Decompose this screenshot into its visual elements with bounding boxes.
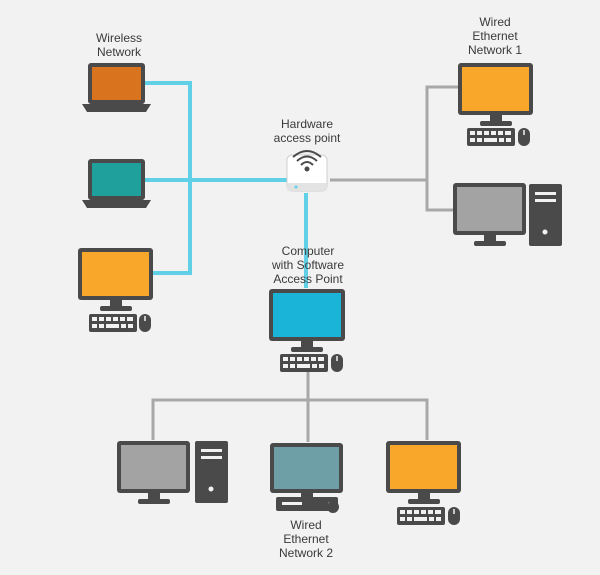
label-line: with Software (271, 258, 345, 272)
label-line: Network 1 (467, 43, 523, 57)
label-wired-ethernet-network-1: Wired Ethernet Network 1 (455, 15, 535, 57)
laptop-icon (82, 159, 151, 208)
wireless-links (145, 81, 308, 288)
monitor-icon (117, 441, 190, 504)
mouse-icon (139, 314, 151, 332)
label-wired-ethernet-network-2: Wired Ethernet Network 2 (266, 518, 346, 560)
desktop-tower-icon (529, 184, 562, 246)
link-ethernet1-bus (425, 85, 460, 212)
label-line: Access Point (273, 272, 343, 286)
label-wireless-network: Wireless Network (84, 31, 154, 59)
monitor-icon (453, 183, 526, 246)
keyboard-icon (467, 128, 515, 146)
label-line: Hardware (280, 117, 334, 131)
keyboard-icon (89, 314, 137, 332)
label-line: Ethernet (283, 532, 329, 546)
link-ethernet2-bus (151, 398, 429, 440)
label-line: Network (96, 45, 141, 59)
label-line: Ethernet (472, 29, 518, 43)
laptop-icon (82, 63, 151, 112)
label-line: Wired (479, 15, 511, 29)
mouse-icon (448, 507, 460, 525)
wifi-access-point-icon (286, 150, 328, 192)
label-hardware-access-point: Hardware access point (260, 117, 354, 145)
monitor-icon (78, 248, 153, 311)
label-line: Network 2 (278, 546, 334, 560)
mouse-icon (327, 501, 339, 513)
link-desktop-orange (150, 180, 192, 275)
desktop-tower-icon (195, 441, 228, 503)
keyboard-icon (397, 507, 445, 525)
monitor-icon (458, 63, 533, 126)
label-line: Wired (290, 518, 322, 532)
keyboard-icon (280, 354, 328, 372)
monitor-icon (386, 441, 461, 504)
mouse-icon (331, 354, 343, 372)
mouse-icon (518, 128, 530, 146)
label-computer-software-access-point: Computer with Software Access Point (258, 244, 358, 286)
link-laptop-orange (145, 81, 192, 180)
label-line: access point (273, 131, 341, 145)
wired-links (151, 85, 460, 442)
monitor-icon (269, 289, 345, 352)
label-line: Computer (281, 244, 335, 258)
label-line: Wireless (95, 31, 142, 45)
monitor-icon (270, 443, 343, 498)
